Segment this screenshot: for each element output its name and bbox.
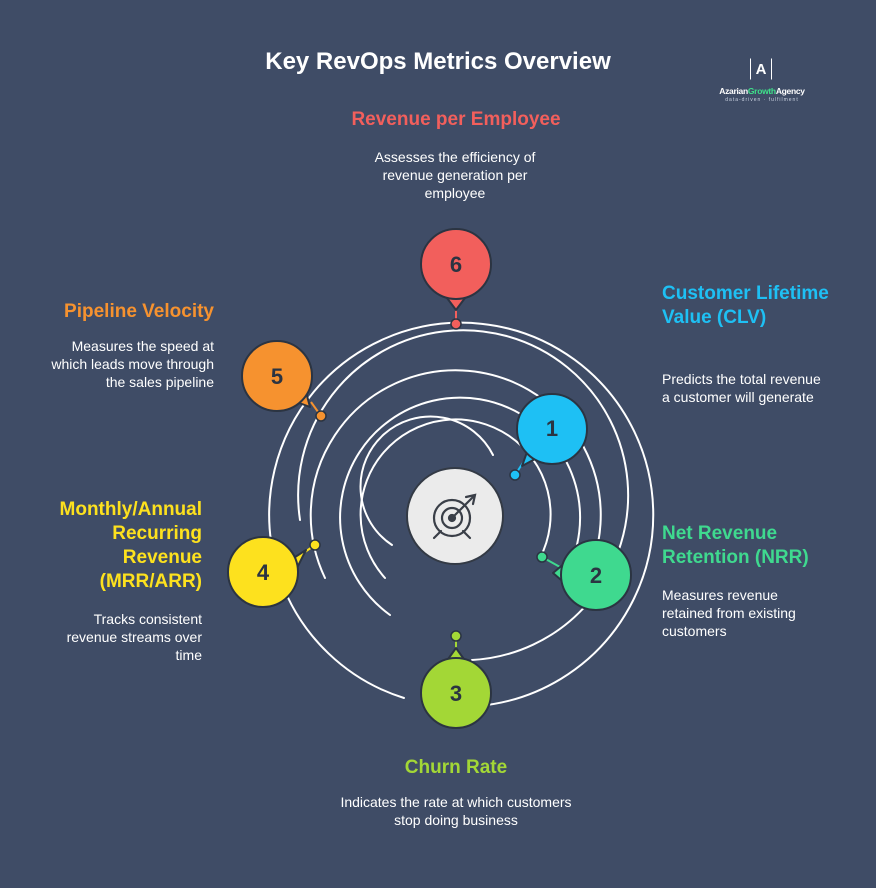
metric-title-3: Churn Rate [404, 757, 508, 778]
metric-description-3: Indicates the rate at which customers st… [340, 794, 572, 828]
target-dart-icon [432, 493, 477, 540]
metric-number-3: 3 [450, 681, 462, 706]
orbit-ring-2 [359, 418, 552, 579]
metric-title-4: Monthly/Annual Recurring Revenue (MRR/AR… [59, 499, 202, 592]
logo-mark-icon: A [750, 58, 772, 80]
logo-name: AzarianGrowthAgency [719, 86, 805, 96]
metric-marker-6: 6 [420, 228, 492, 330]
metric-description-6: Assesses the efficiency of revenue gener… [374, 149, 536, 201]
metric-title-6: Revenue per Employee [351, 109, 561, 130]
metric-title-5: Pipeline Velocity [64, 301, 214, 322]
metric-title-1: Customer Lifetime Value (CLV) [662, 283, 829, 328]
metric-number-4: 4 [257, 560, 270, 585]
metric-number-6: 6 [450, 252, 462, 277]
page-title: Key RevOps Metrics Overview [265, 48, 611, 75]
brand-logo: A AzarianGrowthAgency data-driven · fulf… [714, 58, 810, 104]
metric-marker-4: 4 [227, 536, 321, 608]
orbit-ring-3 [339, 396, 582, 616]
metric-description-4: Tracks consistent revenue streams over t… [66, 611, 202, 663]
metric-description-5: Measures the speed at which leads move t… [51, 338, 214, 390]
metric-description-2: Measures revenue retained from existing … [662, 587, 796, 639]
metric-number-2: 2 [590, 563, 602, 588]
metric-title-2: Net Revenue Retention (NRR) [662, 523, 809, 568]
metric-description-1: Predicts the total revenue a customer wi… [662, 371, 821, 405]
metric-marker-1: 1 [509, 393, 588, 481]
metric-marker-5: 5 [241, 340, 327, 422]
orbit-ring-4 [309, 369, 602, 591]
metric-marker-3: 3 [420, 630, 492, 729]
orbit-ring-1 [359, 415, 494, 546]
orbit-rings [268, 321, 655, 707]
orbit-ring-5 [297, 329, 630, 661]
metric-marker-2: 2 [536, 539, 632, 611]
metric-number-5: 5 [271, 364, 283, 389]
metric-number-1: 1 [546, 416, 558, 441]
logo-tagline: data-driven · fulfilment [725, 97, 799, 103]
